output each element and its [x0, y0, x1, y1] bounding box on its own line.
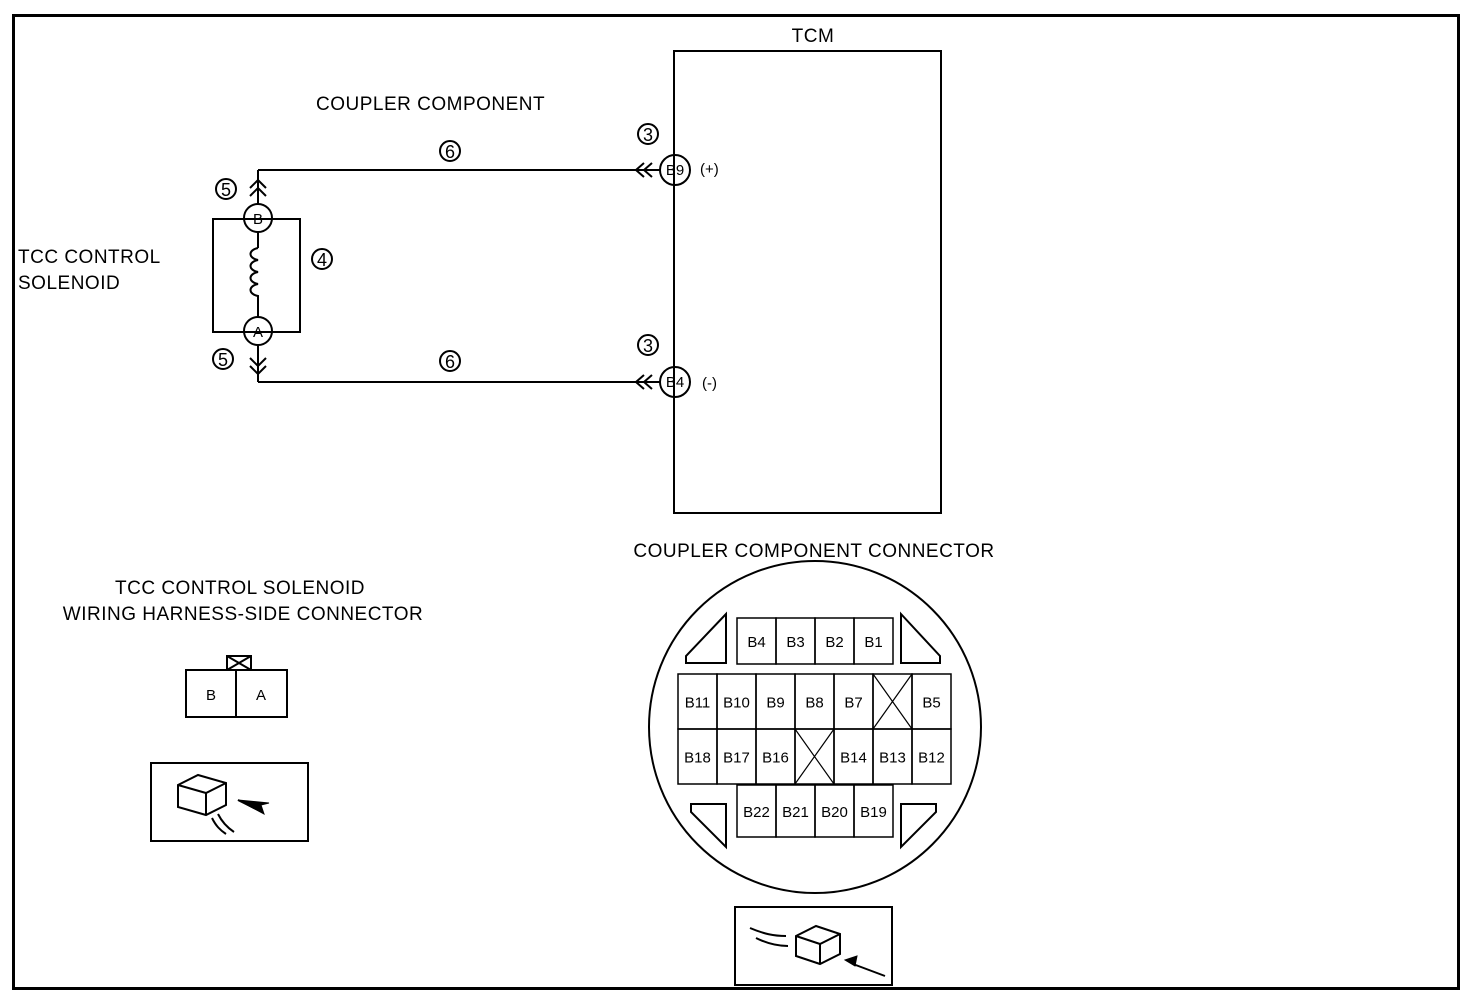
solenoid-terminal-a-label: A: [253, 324, 263, 341]
chevron-bottom-tcm: [634, 374, 660, 390]
solenoid-terminal-b-label: B: [253, 211, 263, 228]
svg-text:5: 5: [218, 350, 228, 370]
coupler-pin-label: B22: [743, 804, 770, 821]
svg-text:5: 5: [221, 180, 231, 200]
callout-wire-bottom: 6: [439, 350, 461, 372]
terminal-b9: [659, 154, 691, 186]
coupler-connector-outline: [648, 560, 982, 894]
coupler-pin-label: B9: [766, 695, 784, 712]
solenoid-label-line1: TCC CONTROL: [18, 247, 161, 268]
terminal-b4-polarity: (-): [702, 375, 717, 392]
coupler-pin-label: B16: [762, 750, 789, 767]
coupler-pin-label: B20: [821, 804, 848, 821]
coupler-pin-label: B11: [685, 695, 711, 712]
coupler-pin-label: B2: [825, 634, 843, 651]
coupler-cavity: [853, 784, 894, 838]
callout-sol-bottom: 5: [212, 348, 234, 370]
callout-coil: 4: [311, 248, 333, 270]
coupler-pin-label: B19: [860, 804, 887, 821]
harness-connector: [185, 655, 288, 718]
diagram-frame: [12, 14, 1460, 990]
terminal-b9-polarity: (+): [700, 161, 719, 178]
solenoid-body: [212, 218, 301, 333]
terminal-b4-label: B4: [666, 374, 684, 391]
harness-view-icon: [150, 762, 309, 842]
callout-tcm-bottom: 3: [637, 334, 659, 356]
harness-title-line2: WIRING HARNESS-SIDE CONNECTOR: [63, 604, 423, 625]
chevron-top-solenoid: [249, 178, 267, 197]
harness-title-line1: TCC CONTROL SOLENOID: [115, 578, 365, 599]
coupler-component-label: COUPLER COMPONENT: [316, 94, 545, 115]
coupler-pin-label: B10: [723, 695, 750, 712]
svg-text:3: 3: [643, 336, 653, 356]
coupler-pin-label: B5: [922, 695, 940, 712]
coil-icon: [249, 247, 259, 300]
tcm-box: [673, 50, 942, 514]
svg-text:6: 6: [445, 352, 455, 372]
coupler-pin-label: B14: [840, 750, 867, 767]
coupler-pin-label: B4: [747, 634, 765, 651]
coupler-cavity-blank-mark: [794, 728, 835, 785]
chevron-top-tcm: [634, 162, 660, 178]
terminal-b4: [659, 366, 691, 398]
coupler-view-icon: [734, 906, 893, 986]
tcm-label: TCM: [792, 26, 835, 47]
coupler-pin-label: B18: [684, 750, 711, 767]
terminal-b9-label: B9: [666, 162, 684, 179]
solenoid-label-line2: SOLENOID: [18, 273, 120, 294]
coupler-corner-marks: [685, 611, 941, 850]
coupler-pin-label: B8: [805, 695, 823, 712]
coupler-pin-label: B12: [918, 750, 945, 767]
callout-sol-top: 5: [215, 178, 237, 200]
harness-pin-a: A: [256, 687, 266, 704]
coupler-pin-label: B7: [844, 695, 862, 712]
chevron-bottom-solenoid: [249, 357, 267, 376]
svg-text:3: 3: [643, 125, 653, 145]
svg-text:4: 4: [317, 250, 327, 270]
coupler-cavity: [853, 617, 894, 665]
coupler-cavity-blank-mark: [872, 673, 913, 730]
coupler-pin-label: B17: [723, 750, 750, 767]
coupler-connector-title: COUPLER COMPONENT CONNECTOR: [633, 541, 994, 562]
coupler-pin-label: B13: [879, 750, 906, 767]
coupler-cavity: [911, 728, 952, 785]
coupler-pin-label: B21: [782, 804, 809, 821]
coupler-pin-label: B3: [786, 634, 804, 651]
harness-pin-b: B: [206, 687, 216, 704]
coupler-pin-label: B1: [864, 634, 882, 651]
callout-tcm-top: 3: [637, 123, 659, 145]
svg-text:6: 6: [445, 142, 455, 162]
callout-wire-top: 6: [439, 140, 461, 162]
